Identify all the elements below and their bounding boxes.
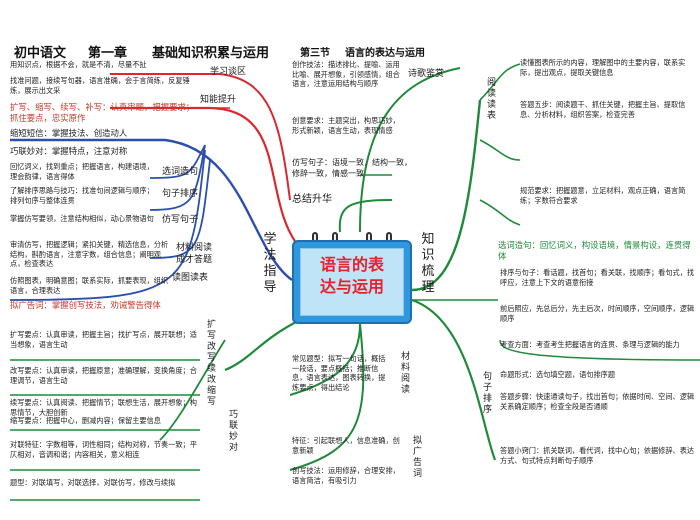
note-mid-1: 创作技法：描述排比、提喻、运用比喻、展开想象，引领感情，组合语言，注意运用结构与…: [292, 60, 400, 89]
note-right-8: 命题形式：选句填空题，语句排序题: [500, 370, 616, 379]
branch-rewrite: 扩写改写续改缩写: [206, 320, 216, 407]
branch-clever-connect: 巧联妙对: [228, 410, 238, 453]
note-top-left-2: 找准问题，接续写句器，语言准确，会于言简练，反复锤炼，展示出文采: [10, 76, 190, 95]
central-node: 语言的表 达与运用: [292, 232, 412, 324]
branch-method-guide: 学法指导: [263, 232, 277, 295]
note-left-14: 对联特征：字数相等，词性相同；结构对称，节奏一致；平仄相对，音调和谐；内容相关，…: [10, 440, 197, 459]
note-left-15: 题型：对联填写，对联选择，对联仿写，修改与续拟: [10, 478, 176, 487]
note-left-13: 缩写要点：把握中心，删减内容；保留主要信息: [10, 416, 161, 425]
grade-title: 初中语文: [14, 46, 67, 61]
note-left-6: 掌握仿写要领，注意结构相似，动心景物语句: [10, 214, 154, 223]
branch-propose-notice: 拟广告词: [412, 436, 422, 479]
note-left-8: 仿照图表，明确意图；联系实际，抓要表现，组织语言，合理表达: [10, 276, 169, 295]
note-right-5: 排序与句子：看话题，找首句；看关联，找顺序；看句式，找呼应，注意上下文的语意衔接: [500, 268, 695, 287]
note-left-5: 了解排序思路与技巧：找准句间逻辑与顺序；排列句序与整体连贯: [10, 186, 154, 205]
note-mid-2: 创意要求：主题突出，构思巧妙，形式新颖，语言生动，表现情感: [292, 116, 400, 135]
note-mid-3: 仿写句子：语境一致，结构一致，修辞一致，情感一致: [292, 158, 412, 178]
branch-word-choose: 选词造句: [162, 167, 199, 177]
note-mid-6: 创写技法：运用修辞，合理安排，语言简洁，有吸引力: [292, 466, 400, 485]
branch-ability-up: 知能提升: [200, 95, 237, 105]
note-right-7: 考查方面：考查考生把握语言的连贯、条理与逻辑的能力: [500, 340, 680, 349]
chapter-label: 第一章: [88, 46, 128, 61]
note-top-left-1: 用知识点，根据不会，就是不清，尽量不扯: [10, 60, 147, 69]
note-right-10: 答题小窍门：抓关联词，看代词，找中心句；依据修辞、表达方式、句式特点判断句子顺序: [500, 446, 695, 465]
branch-imitate: 仿写句子: [162, 215, 199, 225]
chapter-title: 基础知识积累与运用: [152, 46, 270, 61]
branch-knowledge-review: 知识梳理: [421, 232, 435, 295]
note-left-10: 扩写要点：认真审读，把握主旨；找扩写点，展开联想；适当想象，语言生动: [10, 330, 197, 349]
note-right-3: 规范要求：把握题意，立足材料，观点正确，语言简练；字数符合要求: [520, 186, 686, 205]
note-left-3: 巧联妙对：掌握特点，注意对称: [10, 146, 128, 156]
note-right-6: 前后照应，先总后分，先主后次，时间顺序，空间顺序，逻辑顺序: [500, 304, 695, 323]
note-mid-4: 常见题型：拟写一句话，概括一段话，要点概括；推断信息，语言表达，图表转换，提炼要…: [292, 354, 386, 392]
branch-material-reading: 材料阅读成才答题: [176, 243, 213, 265]
branch-poetry: 诗歌鉴赏: [408, 69, 445, 79]
note-right-4: 选词造句：回忆词义，构设语境，情景构设，连贯得体: [498, 240, 691, 261]
central-title-line2: 达与运用: [319, 277, 384, 296]
branch-sentence-order-right: 句子排序: [482, 372, 492, 415]
note-left-2: 缩短短信：掌握技法、创造动人: [10, 128, 128, 138]
note-right-9: 答题步骤：快速通读句子，找出首句；依据时间、空间、逻辑关系确定顺序；检查全段是否…: [500, 392, 695, 411]
note-right-2: 答题五步：阅读题干、抓住关键，把握主旨、提取信息、分析材料，组织答案，检查完善: [520, 100, 686, 119]
section-title: 语言的表达与运用: [345, 48, 425, 59]
section-label: 第三节: [300, 48, 330, 59]
central-title-line1: 语言的表: [319, 255, 384, 274]
note-left-9: 拟广告词：掌握创写技法，劝诫警告得体: [10, 300, 161, 310]
note-left-1: 扩写、缩写、续写、补写：认真审题，把握要求；抓住要点，忠实原作: [10, 102, 195, 123]
note-left-12: 续写要点：认真阅读、把握情节；联想生活，展开想象；构思情节，大胆创新: [10, 398, 197, 417]
branch-study-inspire: 学习谈区: [210, 67, 247, 77]
branch-reading-chart: 读图读表: [172, 273, 209, 283]
branch-summary: 总结升华: [292, 194, 332, 205]
note-left-4: 回忆词义，找到重点；把握语言，构建语境，理会韵律，语言得体: [10, 162, 154, 181]
note-left-11: 改写要点：认真审读，把握原意；准确理解，变换角度；合理调节，语言生动: [10, 366, 197, 385]
note-left-7: 审清仿写，把握逻辑；紧扣关键，精选信息，分析结构，斟酌语言，注意字数，组合信息；…: [10, 240, 169, 269]
branch-reading: 阅读读表: [486, 78, 496, 121]
branch-sentence-order: 句子排序: [162, 189, 199, 199]
note-right-1: 读懂图表所示的内容，理解图中的主要内容，联系实际，提出观点，提取关键信息: [520, 58, 686, 77]
branch-material-short: 材料阅读: [400, 352, 410, 395]
note-mid-5: 特征：引起联想人，信息准确，创意新颖: [292, 436, 400, 455]
